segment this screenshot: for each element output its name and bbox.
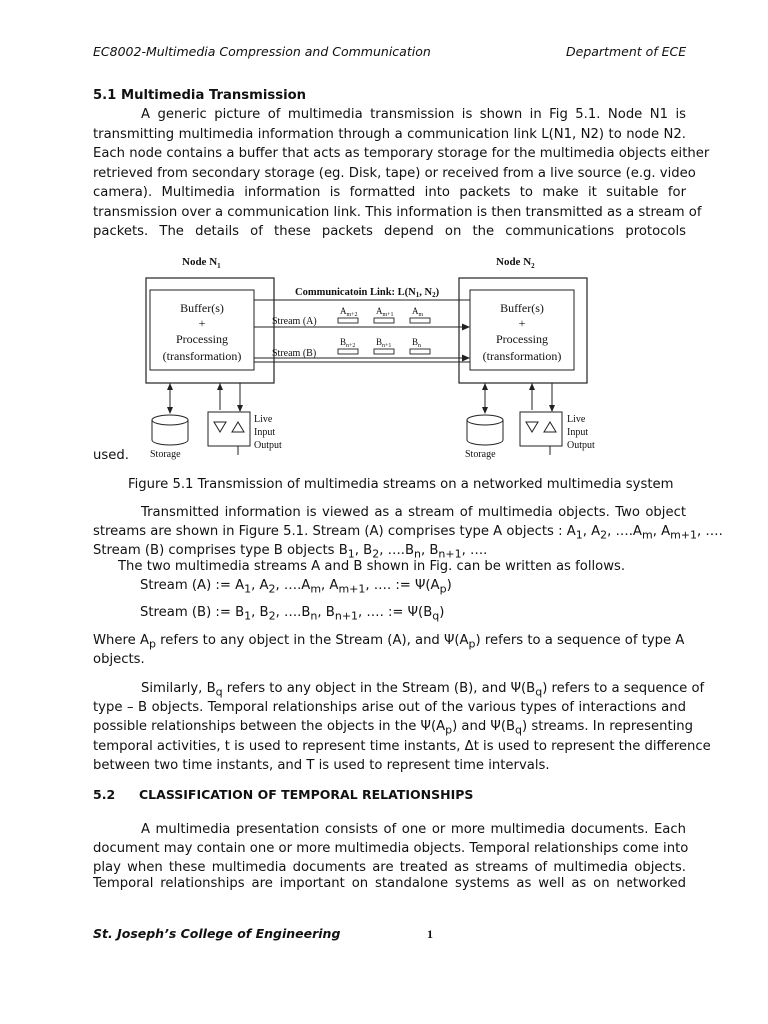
node2-storage-icon — [466, 414, 504, 446]
para5-line-3: play when these multimedia documents are… — [93, 860, 686, 875]
node1-output-symbol — [231, 421, 245, 433]
node2-input-symbol — [525, 421, 539, 433]
node1-io-arrow-down — [237, 405, 243, 412]
node2-input-label: Input — [567, 427, 588, 438]
node1-input-label: Input — [254, 427, 275, 438]
para2-line-1: Transmitted information is viewed as a s… — [141, 505, 686, 520]
para1-line-6: transmission over a communication link. … — [93, 205, 702, 220]
section-number-5-2: 5.2 — [93, 787, 116, 802]
packet-a-2-label: Am+1 — [376, 306, 394, 318]
node2-live-label: Live — [567, 414, 586, 425]
para1-line-5: camera). Multimedia information is forma… — [93, 185, 686, 200]
packet-a-1 — [337, 317, 359, 324]
packet-b-2 — [373, 348, 395, 355]
node2-buffer-box — [469, 289, 575, 371]
node1-storage-label: Storage — [150, 449, 181, 460]
para4-line-5: between two time instants, and T is used… — [93, 758, 550, 773]
figure-5-1-diagram: Node N1 Node N2 Buffer(s) + Processing (… — [145, 256, 595, 460]
node2-storage-label: Storage — [465, 449, 496, 460]
node2-processing-text: Processing — [496, 332, 548, 346]
packet-a-1-label: Am+2 — [340, 306, 358, 318]
para1-line-3: Each node contains a buffer that acts as… — [93, 146, 710, 161]
section-heading-5-2: CLASSIFICATION OF TEMPORAL RELATIONSHIPS — [139, 787, 474, 802]
para3-line-2: objects. — [93, 652, 145, 667]
node2-storage-arrow-down — [482, 407, 488, 414]
para5-line-2: document may contain one or more multime… — [93, 841, 689, 856]
packet-a-2 — [373, 317, 395, 324]
node2-outer-box — [458, 277, 588, 384]
footer-college: St. Joseph’s College of Engineering — [93, 926, 341, 941]
para2-line-4: The two multimedia streams A and B shown… — [118, 559, 626, 574]
node1-buffer-text: Buffer(s) — [180, 301, 224, 315]
node2-label: Node N2 — [496, 256, 535, 270]
para4-line-4: temporal activities, t is used to repres… — [93, 739, 711, 754]
node2-live-io-box — [519, 411, 563, 447]
section-heading-5-1: 5.1 Multimedia Transmission — [93, 88, 307, 103]
node1-storage-arrow-up — [167, 383, 173, 390]
figure-caption: Figure 5.1 Transmission of multimedia st… — [128, 477, 674, 492]
packet-b-1 — [337, 348, 359, 355]
packet-b-2-label: Bn+1 — [376, 337, 391, 349]
stream-b-expression: Stream (B) := B1, B2, ….Bn, Bn+1, …. := … — [140, 605, 445, 623]
para5-line-1: A multimedia presentation consists of on… — [141, 822, 686, 837]
packet-b-1-label: Bn+2 — [340, 337, 355, 349]
node2-output-label: Output — [567, 440, 595, 451]
para4-line-3: possible relationships between the objec… — [93, 719, 694, 737]
stream-a-expression: Stream (A) := A1, A2, ….Am, Am+1, …. := … — [140, 578, 452, 596]
node2-buffer-text: Buffer(s) — [500, 301, 544, 315]
para1-line-2: transmitting multimedia information thro… — [93, 127, 686, 142]
node2-plus-text: + — [519, 316, 526, 330]
para4-line-2: type – B objects. Temporal relationships… — [93, 700, 686, 715]
node1-storage-arrow-down — [167, 407, 173, 414]
node1-live-label: Live — [254, 414, 273, 425]
communication-link-label: Communicatoin Link: L(N1, N2) — [295, 287, 440, 299]
node1-outer-box — [145, 277, 275, 384]
para2-line-3: Stream (B) comprises type B objects B1, … — [93, 543, 488, 561]
packet-a-3 — [409, 317, 431, 324]
node2-storage-arrow-up — [482, 383, 488, 390]
node2-output-symbol — [543, 421, 557, 433]
node1-transformation-text: (transformation) — [163, 349, 242, 363]
node1-output-label: Output — [254, 440, 282, 451]
page-number: 1 — [427, 927, 433, 941]
node2-io-arrow-up — [529, 383, 535, 390]
running-header-course: EC8002-Multimedia Compression and Commun… — [93, 44, 431, 59]
para1-last-word: used. — [93, 448, 129, 463]
node1-processing-text: Processing — [176, 332, 228, 346]
node1-io-arrow-up — [217, 383, 223, 390]
stream-b-label: Stream (B) — [272, 348, 316, 359]
para1-line-1: A generic picture of multimedia transmis… — [141, 107, 686, 122]
packet-a-3-label: Am — [412, 306, 424, 318]
node1-input-symbol — [213, 421, 227, 433]
para2-line-2: streams are shown in Figure 5.1. Stream … — [93, 524, 723, 542]
para5-line-4: Temporal relationships are important on … — [93, 876, 686, 891]
stream-a-packets: Am+2 Am+1 Am — [337, 306, 431, 324]
stream-a-arrowhead — [462, 323, 470, 331]
stream-a-label: Stream (A) — [272, 316, 317, 327]
para1-line-7: packets. The details of these packets de… — [93, 224, 686, 239]
para1-line-4: retrieved from secondary storage (eg. Di… — [93, 166, 696, 181]
node1-label: Node N1 — [182, 256, 221, 270]
node2-io-arrow-down — [549, 405, 555, 412]
stream-b-packets: Bn+2 Bn+1 Bn — [337, 337, 431, 355]
node1-live-io-box — [207, 411, 251, 447]
node2-transformation-text: (transformation) — [483, 349, 562, 363]
node1-plus-text: + — [199, 316, 206, 330]
node1-buffer-box — [149, 289, 255, 371]
para3-line-1: Where Ap refers to any object in the Str… — [93, 633, 685, 651]
para4-line-1: Similarly, Bq refers to any object in th… — [141, 681, 705, 699]
packet-b-3 — [409, 348, 431, 355]
node1-storage-icon — [151, 414, 189, 446]
running-header-department: Department of ECE — [566, 44, 687, 59]
stream-b-arrowhead — [462, 354, 470, 362]
packet-b-3-label: Bn — [412, 337, 421, 349]
